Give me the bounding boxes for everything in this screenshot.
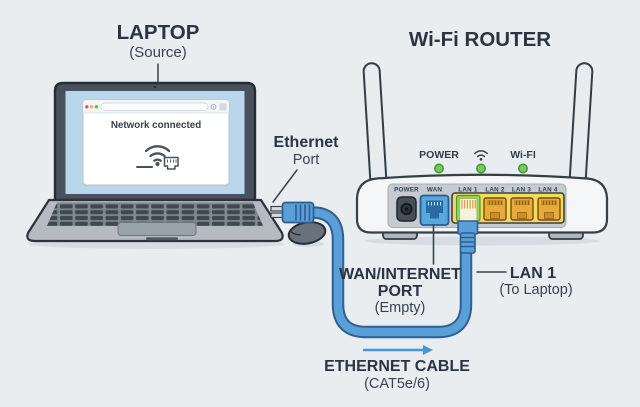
mouse-button-line: [290, 231, 301, 236]
window-minimize-dot: [89, 105, 94, 109]
port-label-lan2: LAN 2: [485, 187, 504, 194]
lan1-port-occupied: [455, 194, 481, 222]
url-bar: [100, 102, 209, 112]
router-illustration: POWER Wi-FI POWER WAN LAN 1 LAN 2 LAN 3 …: [355, 62, 609, 246]
wan-label-3: (Empty): [375, 300, 426, 316]
wifi-signal-icon: [474, 150, 488, 161]
callouts: LAPTOP (Source) Wi-Fi ROUTER Ethernet Po…: [117, 21, 573, 392]
lan1-plug-boot: [457, 220, 479, 254]
port-label-lan3: LAN 3: [512, 187, 531, 194]
wan-label-1: WAN/INTERNET: [339, 266, 461, 283]
window-maximize-dot: [94, 105, 99, 109]
lan3-port: [510, 197, 534, 221]
gear-icon: [210, 103, 217, 110]
cable-core: [312, 208, 471, 337]
ethernet-port-label-2: Port: [293, 152, 320, 168]
laptop-title: LAPTOP: [117, 21, 200, 44]
lan2-port: [483, 197, 507, 221]
cable-direction-arrow: [362, 345, 433, 355]
lan1-label-1: LAN 1: [510, 265, 556, 282]
cable-label-2: (CAT5e/6): [364, 376, 430, 392]
power-jack: [396, 196, 417, 222]
ethernet-port-pointer-line: [272, 169, 298, 203]
webcam-dot: [153, 85, 157, 89]
port-label-lan1: LAN 1: [458, 187, 477, 194]
laptop-subtitle: (Source): [129, 44, 187, 61]
wifi-icon: [136, 145, 171, 168]
ethernet-cable: [270, 201, 479, 339]
ethernet-plug-icon: [163, 156, 179, 170]
led-power: [434, 163, 444, 174]
router-title: Wi-Fi ROUTER: [409, 28, 551, 51]
port-label-lan4: LAN 4: [538, 187, 557, 194]
laptop-plug: [270, 201, 315, 224]
network-status-text: Network connected: [111, 120, 201, 131]
port-label-wan: WAN: [427, 187, 443, 194]
cable-label-1: ETHERNET CABLE: [324, 358, 470, 375]
led-wifi: [518, 163, 528, 174]
wan-port: [419, 194, 450, 226]
ethernet-port-label-1: Ethernet: [274, 134, 340, 151]
wan-label-2: PORT: [378, 283, 423, 300]
port-label-power: POWER: [394, 187, 419, 194]
led-internet: [476, 163, 486, 174]
trackpad: [117, 222, 197, 236]
window-close-dot: [85, 105, 89, 109]
laptop-illustration: Network connected: [26, 81, 284, 249]
led-label-wifi: Wi-FI: [510, 149, 536, 161]
lan4-port: [537, 197, 561, 221]
base-notch: [146, 237, 178, 241]
led-label-power: POWER: [419, 149, 459, 161]
keyboard-keys: [47, 202, 263, 226]
lan1-label-2: (To Laptop): [499, 282, 572, 298]
router-shadow: [364, 236, 600, 246]
menu-icon: [219, 103, 227, 111]
